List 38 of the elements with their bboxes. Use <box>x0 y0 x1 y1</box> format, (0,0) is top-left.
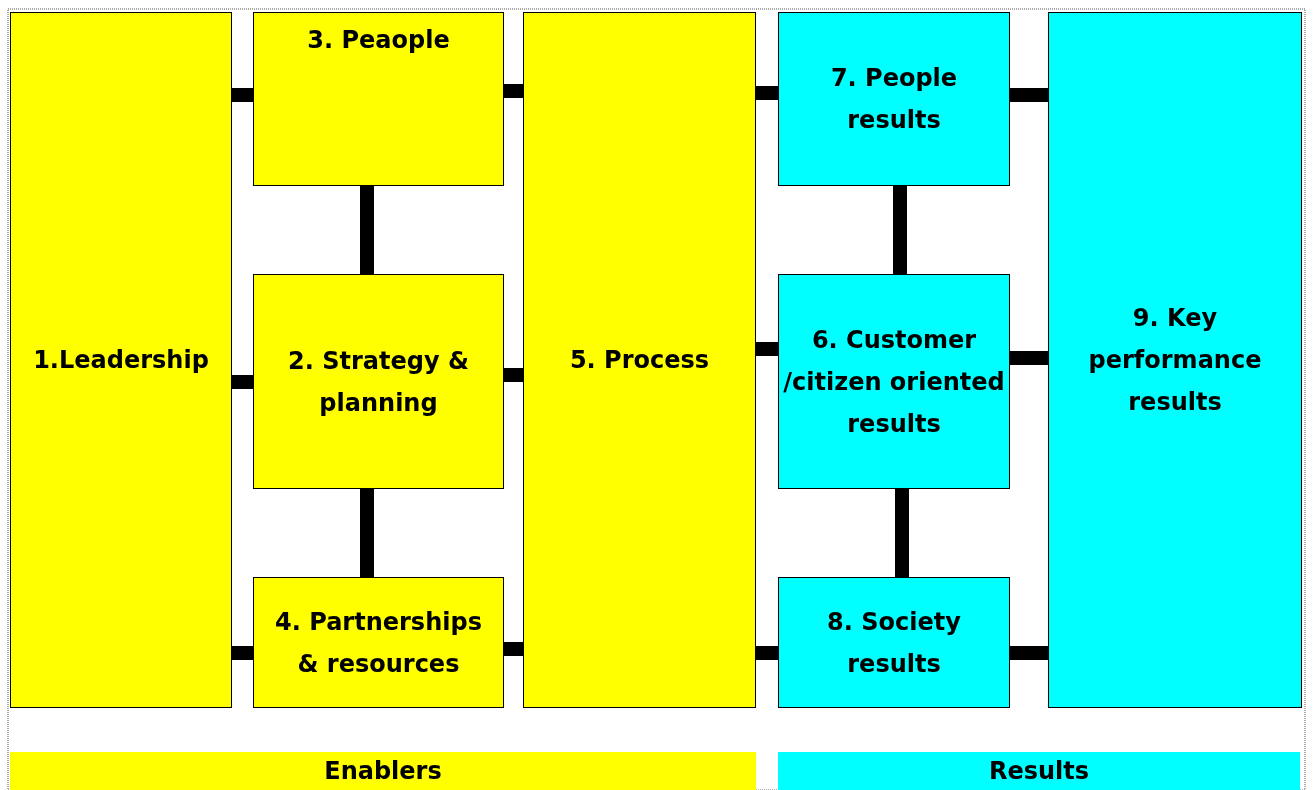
box-label: 9. Key performance results <box>1087 303 1263 418</box>
box-label: 3. Peaople <box>306 25 451 56</box>
connector-bar <box>360 489 374 577</box>
category-box <box>778 12 1010 186</box>
box-label: 2. Strategy & planning <box>287 345 470 419</box>
connector-bar <box>1010 351 1048 365</box>
connector-bar <box>756 646 778 660</box>
category-band <box>778 752 1300 790</box>
category-box <box>253 577 504 708</box>
connector-bar <box>1010 88 1048 102</box>
category-box <box>253 12 504 186</box>
box-label: 5. Process <box>568 345 711 376</box>
box-label: 7. People results <box>829 63 959 136</box>
connector-bar <box>232 646 253 660</box>
connector-bar <box>1010 646 1048 660</box>
category-band <box>10 752 756 790</box>
box-label: 4. Partnerships & resources <box>274 606 483 680</box>
connector-bar <box>504 368 523 382</box>
connector-bar <box>756 342 778 356</box>
category-box <box>778 274 1010 489</box>
connector-bar <box>232 88 253 102</box>
connector-bar <box>232 375 253 389</box>
connector-bar <box>756 86 778 100</box>
box-label: Enablers <box>323 756 443 787</box>
category-box <box>1048 12 1302 708</box>
box-label: 1.Leadership <box>32 345 210 376</box>
box-label: Results <box>987 756 1091 787</box>
category-box <box>523 12 756 708</box>
box-label: 6. Customer /citizen oriented results <box>782 324 1006 440</box>
connector-bar <box>360 186 374 274</box>
box-label: 8. Society results <box>826 606 962 680</box>
category-box <box>778 577 1010 708</box>
connector-bar <box>893 186 907 274</box>
category-box <box>253 274 504 489</box>
connector-bar <box>895 489 909 577</box>
connector-bar <box>504 84 523 98</box>
connector-bar <box>504 642 523 656</box>
category-box <box>10 12 232 708</box>
